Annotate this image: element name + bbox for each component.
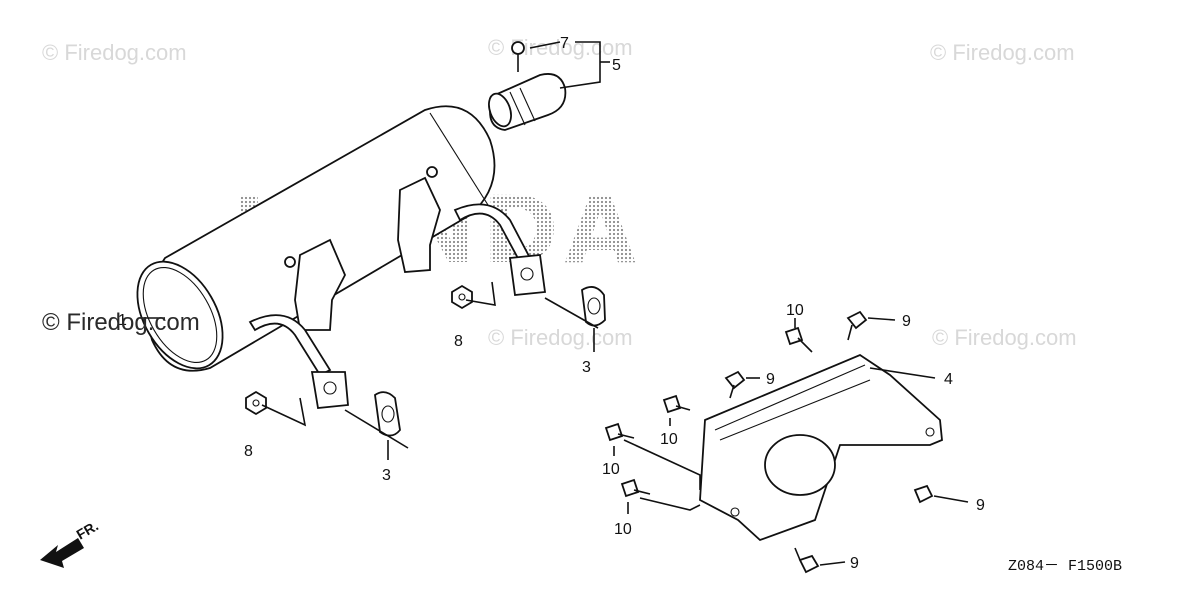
callout-gasket-left: 3 <box>382 467 391 484</box>
muffler-protector-part <box>699 353 943 542</box>
callout-bolt-9-mid: 9 <box>766 371 775 388</box>
callout-gasket-right: 3 <box>582 359 591 376</box>
bolt-10-b <box>604 422 635 442</box>
gasket-right <box>581 286 606 327</box>
bolt-10-top <box>784 326 813 353</box>
gasket-left <box>374 391 401 437</box>
callout-spark-arrester: 5 <box>612 57 621 74</box>
watermark-muffler-left: © Firedog.com <box>42 309 200 336</box>
watermark-middle-right: © Firedog.com <box>932 325 1077 350</box>
muffler-part <box>136 105 547 409</box>
watermark-top-left: © Firedog.com <box>42 40 187 65</box>
leader-lines <box>140 41 969 566</box>
watermark-top-right: © Firedog.com <box>930 40 1075 65</box>
callout-bolt-10-c: 10 <box>614 521 632 538</box>
bolt-9-mid <box>724 370 746 399</box>
bolt-9-right <box>913 484 934 504</box>
callout-bolt-9-top: 9 <box>902 313 911 330</box>
screw-part <box>511 41 525 72</box>
callout-protector: 4 <box>944 371 953 388</box>
callout-screw: 7 <box>560 35 569 52</box>
diagram-code: Z084－ F1500B <box>1008 558 1122 575</box>
callout-bolt-10-a: 10 <box>660 431 678 448</box>
front-arrow-icon <box>40 538 84 568</box>
callout-bolt-10-b: 10 <box>602 461 620 478</box>
callout-nut-left: 8 <box>244 443 253 460</box>
bolt-10-a <box>662 394 691 414</box>
spark-arrester-part <box>488 73 567 131</box>
callout-bolt-9-right: 9 <box>976 497 985 514</box>
callout-muffler: 1 <box>118 312 127 329</box>
callout-bolt-10-top: 10 <box>786 302 804 319</box>
callout-nut-right: 8 <box>454 333 463 350</box>
bolt-9-bottom <box>794 547 820 574</box>
callout-bolt-9-bottom: 9 <box>850 555 859 572</box>
watermark-middle-center: © Firedog.com <box>488 325 633 350</box>
bolt-10-c <box>620 478 651 498</box>
nut-right <box>451 284 473 310</box>
bolt-9-top <box>846 310 868 341</box>
front-direction-indicator: FR. <box>40 517 101 568</box>
nut-left <box>245 390 267 416</box>
